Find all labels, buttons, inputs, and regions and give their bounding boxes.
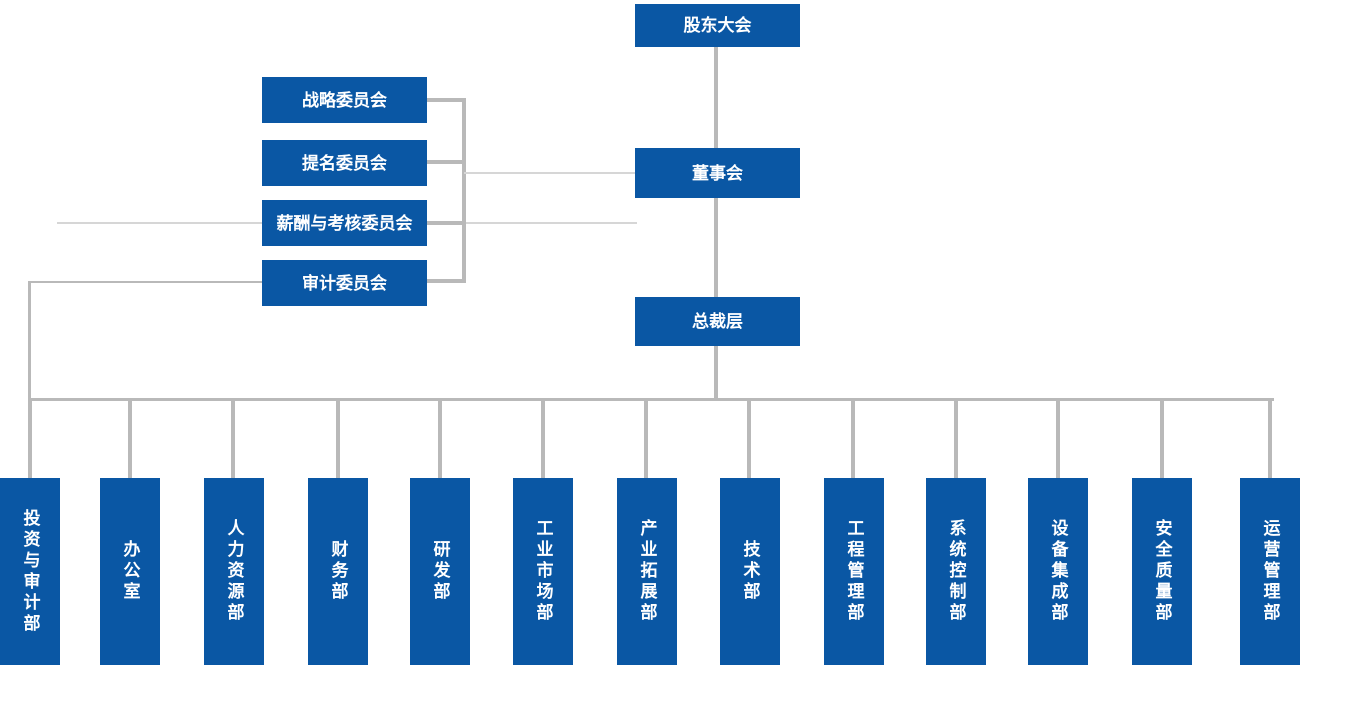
node-label: 安全质量部 [1152,519,1172,624]
node-label: 董事会 [692,163,743,183]
node-dept-office: 办公室 [100,478,160,665]
node-label: 战略委员会 [302,90,387,110]
connector-drop-dept-6 [541,399,545,478]
node-label: 股东大会 [683,16,752,35]
node-dept-equipment-integration: 设备集成部 [1028,478,1088,665]
connector-stub-audit [427,279,466,283]
connector-stub-strategy [427,98,466,102]
node-label: 产业拓展部 [637,519,657,624]
connector-drop-dept-11 [1056,399,1060,478]
connector-committee-spine [462,98,466,283]
connector-shareholders-board [714,47,718,149]
connector-stub-nomination [427,160,466,164]
node-dept-finance: 财务部 [308,478,368,665]
connector-drop-dept-1 [28,399,32,478]
connector-drop-dept-13 [1268,399,1272,478]
node-label: 系统控制部 [946,519,966,624]
node-dept-technology: 技术部 [720,478,780,665]
connector-stub-compensation [427,221,466,225]
connector-president-trunk [714,345,718,399]
node-label: 投资与审计部 [20,508,40,635]
node-dept-investment-audit: 投资与审计部 [0,478,60,665]
node-label: 总裁层 [692,312,743,331]
node-label: 运营管理部 [1260,519,1280,624]
connector-drop-dept-7 [644,399,648,478]
node-label: 财务部 [328,540,348,603]
connector-audit-left [28,281,262,283]
node-dept-operations-management: 运营管理部 [1240,478,1300,665]
node-dept-industrial-market: 工业市场部 [513,478,573,665]
connector-drop-dept-5 [438,399,442,478]
connector-audit-left-vertical [28,281,31,399]
node-board-of-directors: 董事会 [635,148,800,198]
connector-spine-board [464,172,635,174]
connector-drop-dept-12 [1160,399,1164,478]
connector-drop-dept-2 [128,399,132,478]
node-label: 薪酬与考核委员会 [276,213,413,233]
node-committee-audit: 审计委员会 [262,260,427,306]
connector-board-president [714,197,718,298]
connector-drop-dept-8 [747,399,751,478]
node-label: 人力资源部 [224,519,244,624]
connector-drop-dept-4 [336,399,340,478]
node-dept-rnd: 研发部 [410,478,470,665]
node-dept-industry-expansion: 产业拓展部 [617,478,677,665]
node-committee-compensation: 薪酬与考核委员会 [262,200,427,246]
node-dept-human-resources: 人力资源部 [204,478,264,665]
node-label: 工业市场部 [533,519,553,624]
node-label: 办公室 [120,540,140,603]
node-label: 设备集成部 [1048,519,1068,624]
connector-drop-dept-9 [851,399,855,478]
node-label: 技术部 [740,540,760,603]
node-dept-system-control: 系统控制部 [926,478,986,665]
node-committee-nomination: 提名委员会 [262,140,427,186]
connector-drop-dept-10 [954,399,958,478]
node-label: 提名委员会 [302,153,387,173]
connector-department-trunk [28,398,1274,401]
node-label: 工程管理部 [844,519,864,624]
node-label: 审计委员会 [302,273,387,293]
node-shareholders-meeting: 股东大会 [635,4,800,47]
node-president-level: 总裁层 [635,297,800,346]
node-committee-strategy: 战略委员会 [262,77,427,123]
node-dept-engineering-management: 工程管理部 [824,478,884,665]
node-dept-safety-quality: 安全质量部 [1132,478,1192,665]
connector-drop-dept-3 [231,399,235,478]
node-label: 研发部 [430,540,450,603]
